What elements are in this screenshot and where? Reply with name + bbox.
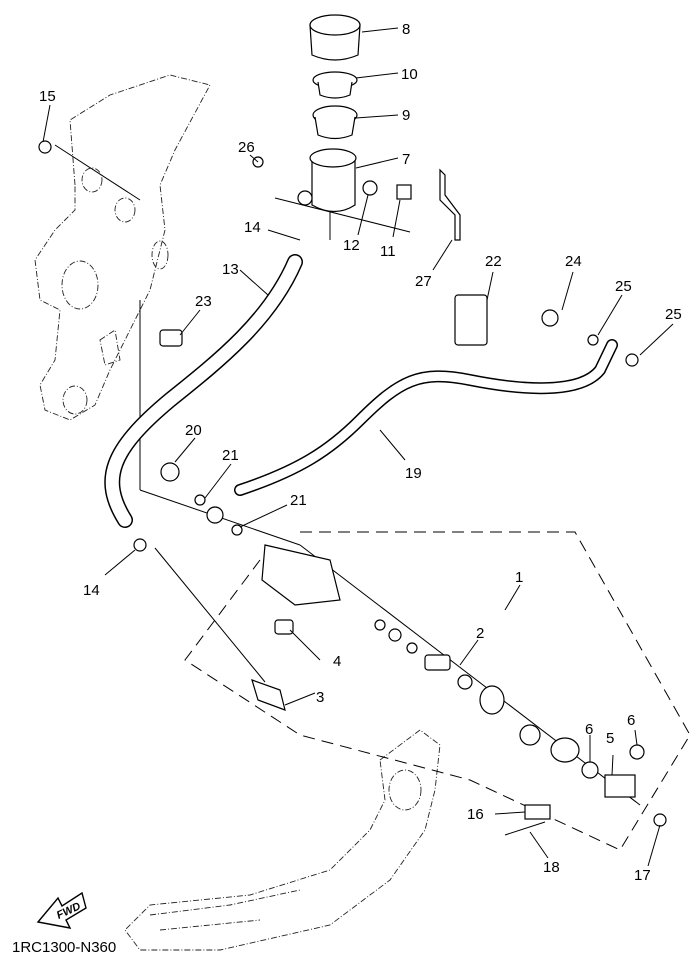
diaphragm [312, 105, 358, 140]
diagram-code: 1RC1300-N360 [12, 939, 116, 956]
callout-6-b: 6 [627, 712, 635, 729]
callout-8: 8 [402, 21, 410, 38]
callout-12: 12 [343, 237, 360, 254]
frame-bracket-ghost [34, 74, 211, 421]
callout-23: 23 [195, 293, 212, 310]
reservoir-tank [309, 148, 357, 213]
callout-labels: 8 10 9 7 26 14 12 11 27 13 15 23 22 24 2… [39, 21, 682, 884]
callout-10: 10 [401, 66, 418, 83]
reservoir-cap [309, 14, 361, 61]
diaphragm-plate [312, 71, 358, 99]
callout-14-bottom: 14 [83, 582, 100, 599]
callout-24: 24 [565, 253, 582, 270]
callout-21-a: 21 [222, 447, 239, 464]
brake-pedal-ghost [124, 729, 441, 951]
callout-6-a: 6 [585, 721, 593, 738]
callout-9: 9 [402, 107, 410, 124]
callout-11: 11 [380, 243, 396, 260]
callout-15: 15 [39, 88, 56, 105]
callout-19: 19 [405, 465, 422, 482]
callout-21-b: 21 [290, 492, 307, 509]
callout-27: 27 [415, 273, 432, 290]
callout-22: 22 [485, 253, 502, 270]
callout-25-a: 25 [615, 278, 632, 295]
callout-13: 13 [222, 261, 239, 278]
brake-hose [235, 340, 617, 495]
callout-25-b: 25 [665, 306, 682, 323]
callout-7: 7 [402, 151, 410, 168]
callout-26: 26 [238, 139, 255, 156]
fwd-arrow-icon: FWD [36, 891, 87, 929]
callout-3: 3 [316, 689, 324, 706]
small-parts [38, 140, 667, 836]
callout-17: 17 [634, 867, 651, 884]
callout-18: 18 [543, 859, 560, 876]
callout-20: 20 [185, 422, 202, 439]
callout-1: 1 [515, 569, 523, 586]
callout-4: 4 [333, 653, 341, 670]
callout-5: 5 [606, 730, 614, 747]
callout-14-top: 14 [244, 219, 261, 236]
callout-16: 16 [467, 806, 484, 823]
callout-leaders [42, 27, 674, 867]
callout-2: 2 [476, 625, 484, 642]
